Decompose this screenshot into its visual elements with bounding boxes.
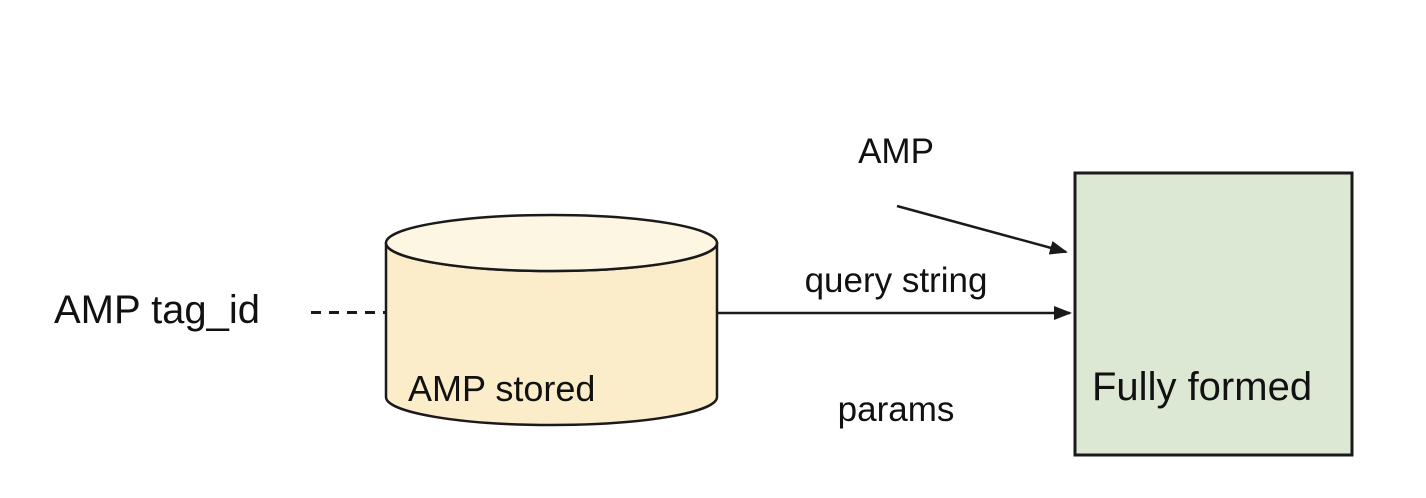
- cylinder-label: AMP stored request template: [408, 284, 676, 498]
- cylinder-label-line: AMP stored: [408, 368, 596, 409]
- cylinder-label-line: request template: [408, 494, 676, 498]
- query-params-label-line: params: [837, 390, 955, 429]
- query-params-label-line: query string: [804, 261, 988, 300]
- ortb-box-label-line: Fully formed: [1092, 365, 1313, 409]
- query-params-label-line: AMP: [858, 132, 934, 171]
- cylinder-top-shape: [384, 213, 719, 273]
- amp-tag-id-label: AMP tag_id: [54, 288, 261, 332]
- ortb-box-shape: [1073, 171, 1354, 457]
- query-params-label: AMP query string params: [746, 44, 1046, 498]
- ortb-box-label: Fully formed ORTB: [1092, 262, 1312, 498]
- connector-queryparams-to-ortb: [896, 204, 1068, 255]
